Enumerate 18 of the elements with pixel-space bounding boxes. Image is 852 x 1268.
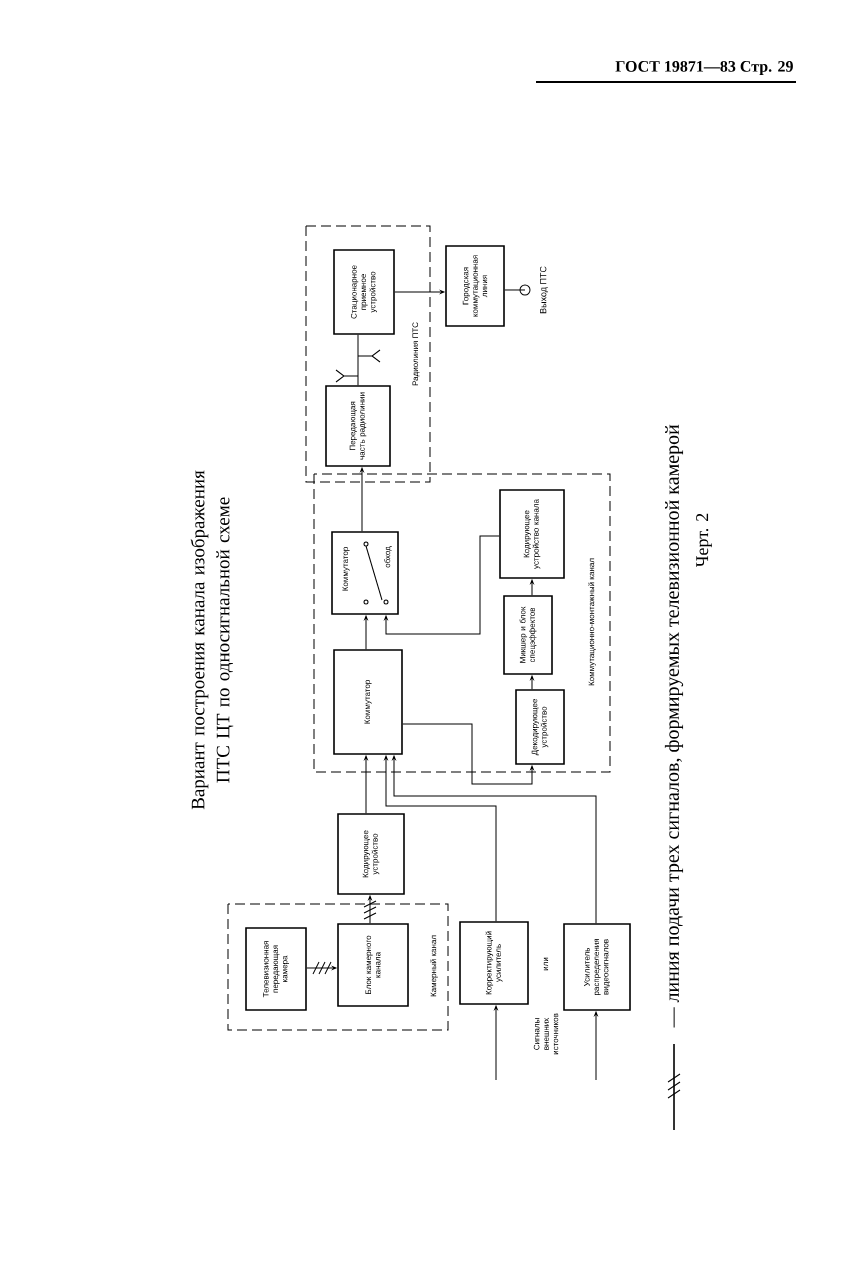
legend-text: — линия подачи трех сигналов, формируемых телевизионной камерой [664,424,684,1028]
arrow [402,723,534,785]
arrow [368,895,372,924]
arrow [594,1011,598,1081]
arrow [384,755,497,922]
title: Вариант построения канала изображения ПТС ЦТ по односигнальной схеме [190,470,234,810]
arrow [364,615,368,650]
arrow [364,755,368,814]
arrow [306,966,337,970]
page-header: ГОСТ 19871—83 Стр. 29 [615,60,793,75]
arrow [530,675,534,690]
arrow [384,535,500,635]
arrow [394,290,445,294]
arrow [530,579,534,596]
arrow [360,467,364,532]
arrow [494,1005,498,1081]
caption: Черт. 2 [696,513,712,568]
arrow [392,755,597,924]
